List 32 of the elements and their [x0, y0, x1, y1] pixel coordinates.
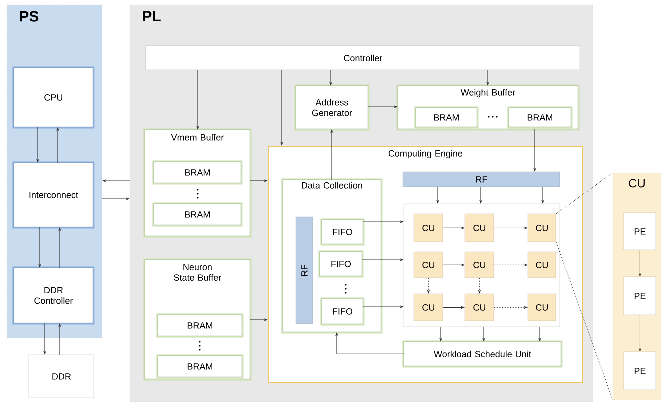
- process-box: CPU: [12, 66, 95, 129]
- memory-block: FIFO: [320, 298, 365, 326]
- memory-block: FIFO: [320, 218, 365, 246]
- memory-block: FIFO: [318, 250, 364, 278]
- process-box: Address Generator: [294, 84, 370, 131]
- compute-unit-box: CU: [465, 214, 494, 242]
- compute-unit-box: CU: [528, 214, 556, 242]
- compute-unit-box: CU: [414, 214, 444, 242]
- memory-block: BRAM: [156, 314, 244, 338]
- process-box: Workload Schedule Unit: [402, 340, 563, 368]
- compute-unit-box: CU: [414, 294, 444, 322]
- process-box: DDR: [29, 355, 94, 398]
- pe-box: PE: [624, 352, 656, 390]
- compute-unit-box: CU: [528, 252, 556, 278]
- compute-unit-box: CU: [465, 252, 494, 278]
- process-box: Controller: [146, 46, 580, 70]
- compute-unit-box: CU: [465, 294, 494, 322]
- pe-box: PE: [624, 213, 656, 250]
- register-file-bar: RF: [296, 217, 314, 324]
- zoom-line: [556, 172, 614, 214]
- memory-block: BRAM: [152, 202, 243, 227]
- pe-box: PE: [624, 277, 656, 316]
- compute-unit-box: CU: [414, 252, 444, 278]
- zoom-line: [556, 242, 614, 401]
- memory-block: BRAM: [152, 160, 243, 185]
- memory-block: BRAM: [508, 106, 573, 129]
- process-box: DDR Controller: [12, 266, 95, 325]
- memory-block: BRAM: [414, 106, 479, 129]
- memory-block: BRAM: [156, 354, 244, 379]
- register-file-bar: RF: [403, 172, 560, 188]
- compute-unit-box: CU: [528, 294, 556, 322]
- process-box: Interconnect: [12, 162, 95, 229]
